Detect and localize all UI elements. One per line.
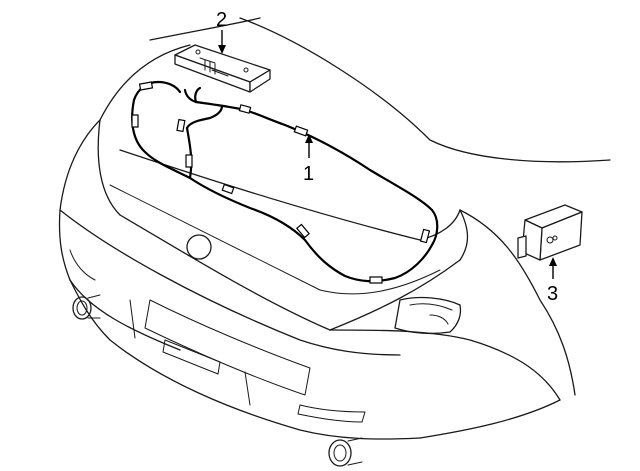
wiring-harness (131, 80, 439, 284)
exhaust-left (72, 294, 101, 320)
harness-clip (176, 118, 186, 133)
harness-clip (369, 276, 383, 284)
emblem (186, 234, 212, 260)
exhaust-right (328, 437, 363, 467)
harness-clip (419, 228, 431, 244)
callout-3: 3 (547, 257, 558, 305)
harness-clip (293, 125, 309, 137)
harness-clip (185, 154, 193, 168)
harness-clip (131, 114, 139, 128)
harness-clip (295, 223, 311, 239)
harness-clip (221, 183, 235, 195)
callout-1: 1 (303, 134, 314, 185)
callout-label-2: 2 (216, 9, 227, 31)
car-body (58, 17, 611, 467)
harness-clip (238, 104, 252, 114)
bracket-module (174, 44, 271, 93)
control-module (517, 204, 583, 261)
callout-label-3: 3 (547, 283, 558, 305)
callout-2: 2 (216, 9, 227, 54)
callout-label-1: 1 (303, 163, 314, 185)
harness-clip (138, 81, 154, 91)
